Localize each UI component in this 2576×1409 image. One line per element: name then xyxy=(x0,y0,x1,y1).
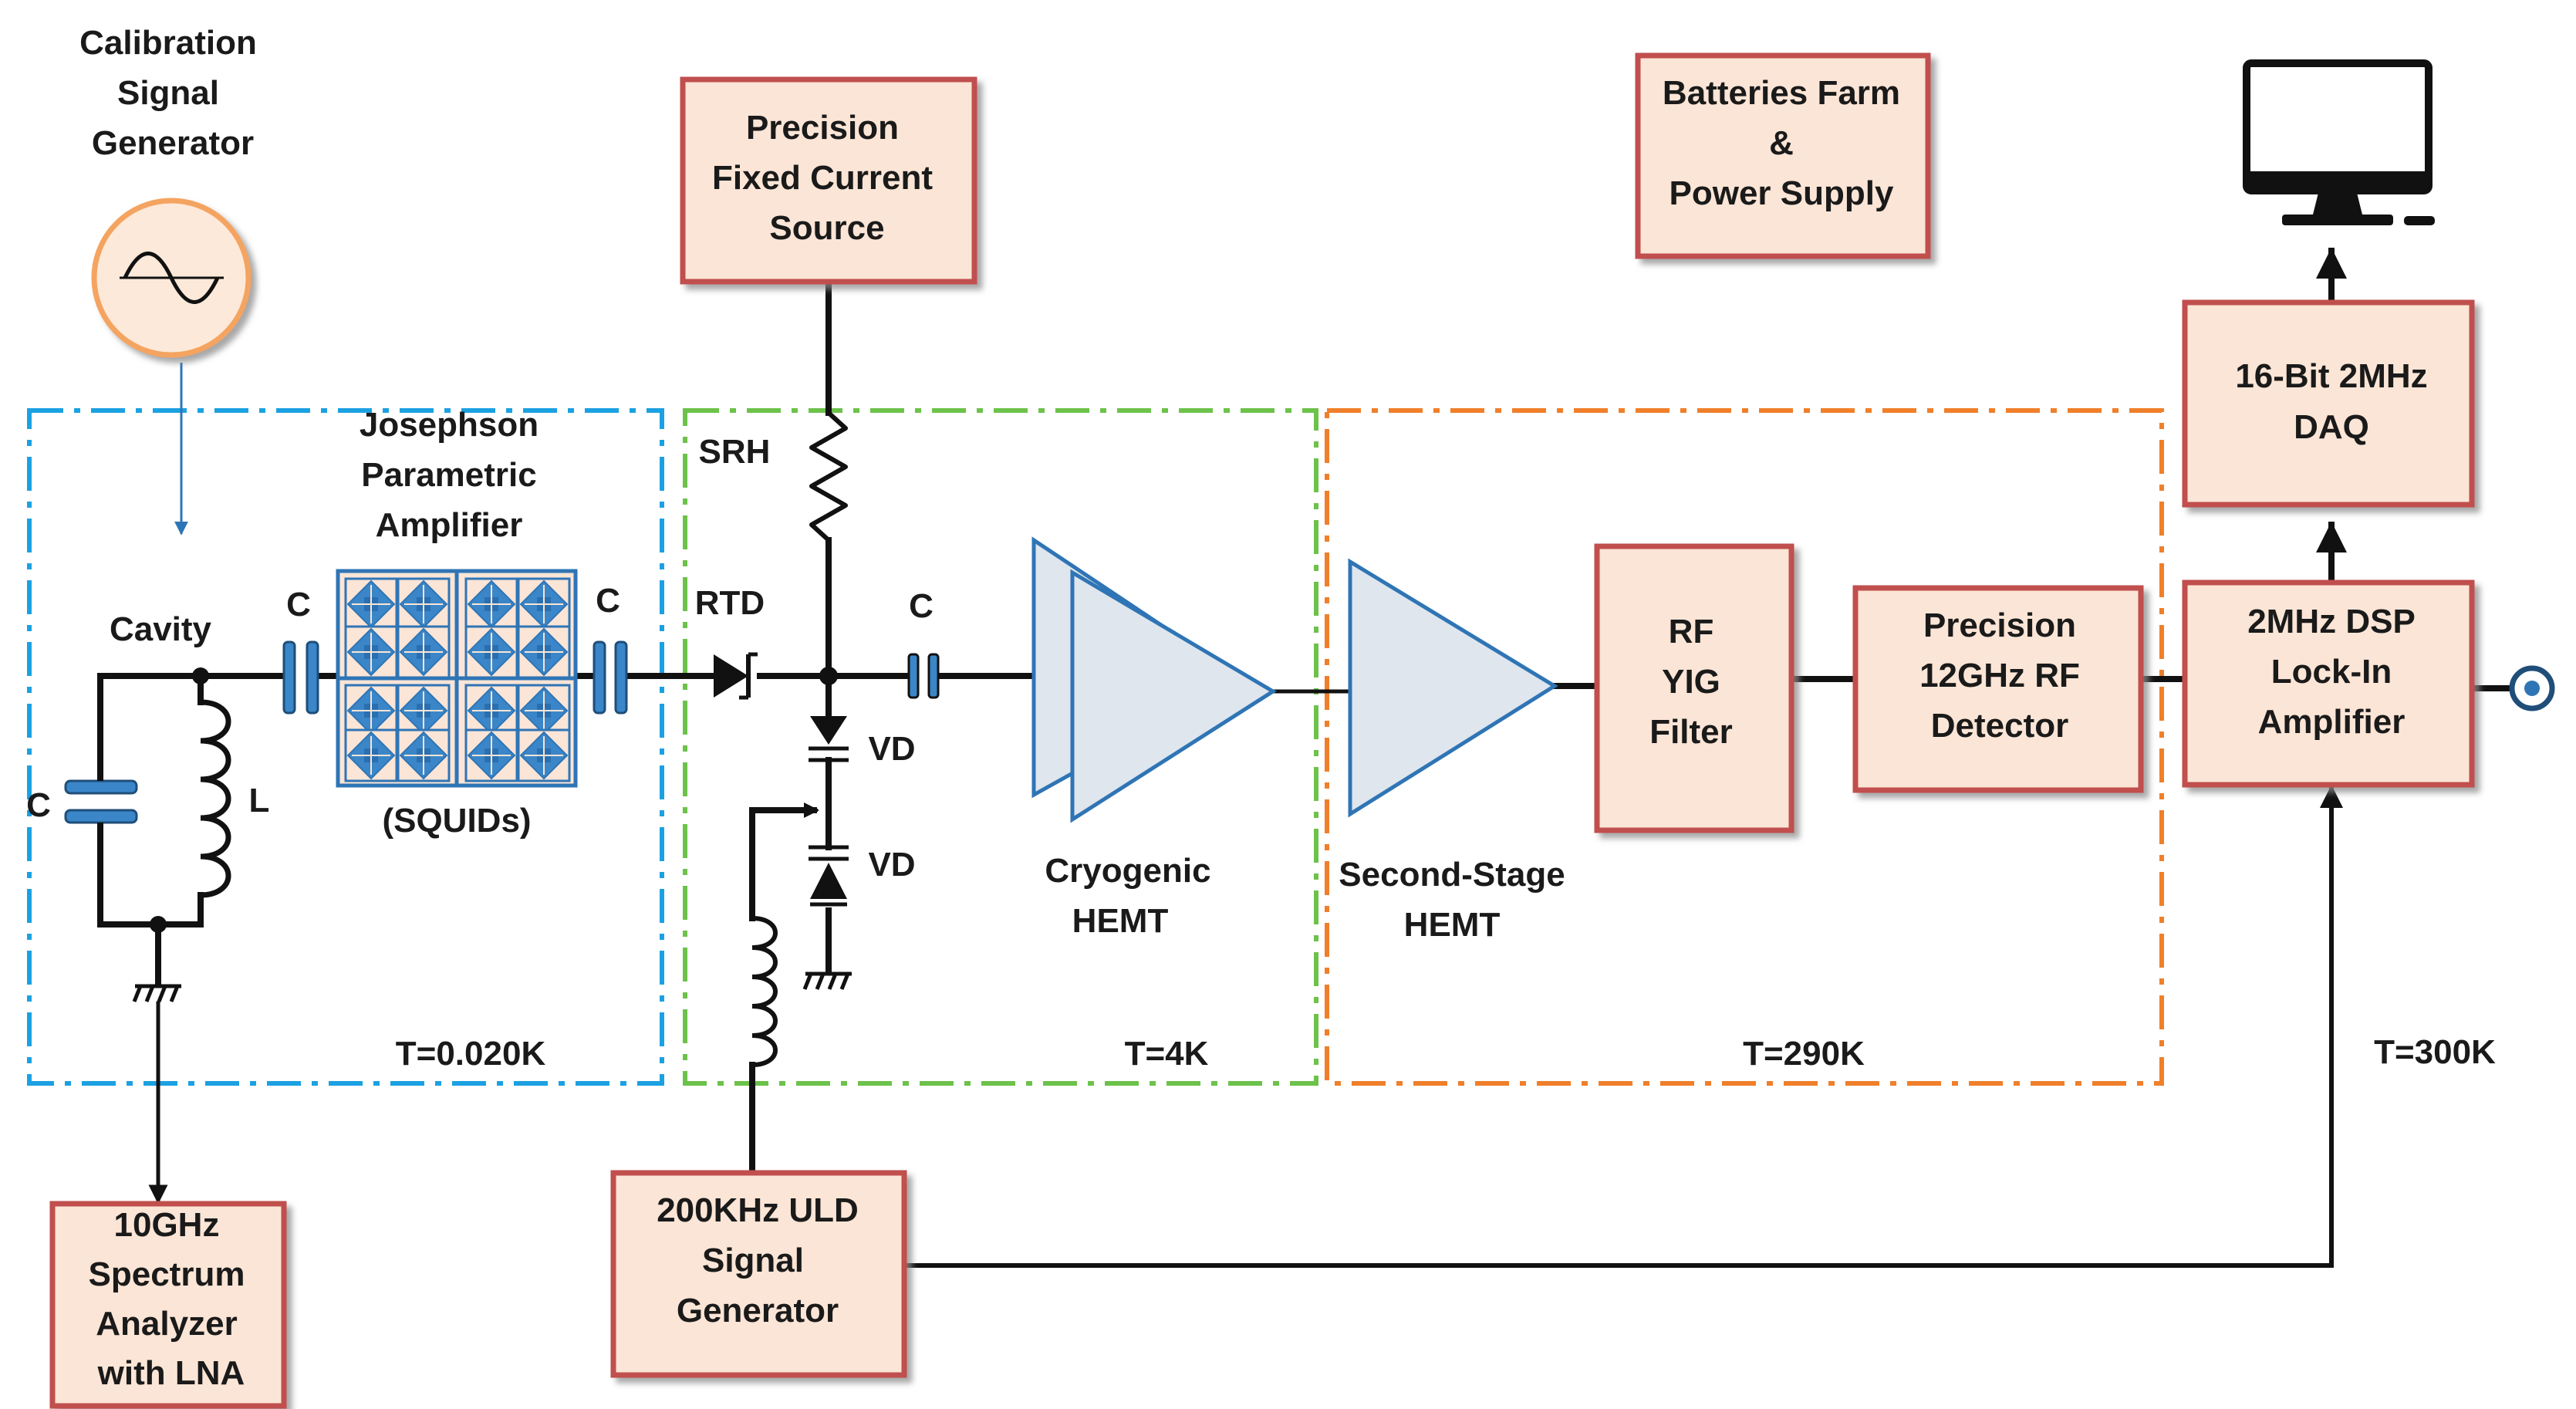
svg-text:Detector: Detector xyxy=(1931,707,2069,745)
svg-text:with LNA: with LNA xyxy=(97,1354,245,1392)
detector-box xyxy=(1852,585,2144,793)
uld-text: 200KHz ULD Signal Generator xyxy=(657,1191,859,1330)
cavity-label: Cavity xyxy=(110,610,212,648)
wiring xyxy=(97,248,2518,1268)
detector-text: Precision 12GHz RF Detector xyxy=(1919,607,2080,745)
vd2-label: VD xyxy=(868,846,915,884)
cryo-hemt-label: Cryogenic HEMT xyxy=(1045,852,1210,940)
svg-text:Analyzer: Analyzer xyxy=(96,1305,237,1343)
zone-4k-boundary xyxy=(683,408,1318,1086)
spectrum-analyzer-box xyxy=(49,1201,287,1409)
svg-text:Generator: Generator xyxy=(677,1292,839,1330)
svg-text:HEMT: HEMT xyxy=(1404,906,1501,944)
series-capacitor-left xyxy=(282,640,319,715)
cavity-capacitor xyxy=(64,772,138,849)
squids-label: (SQUIDs) xyxy=(382,802,531,840)
daq-text: 16-Bit 2MHz DAQ xyxy=(2235,357,2427,446)
current-source-box xyxy=(680,76,977,285)
yig-text: RF YIG Filter xyxy=(1649,613,1733,751)
second-stage-hemt-amplifier xyxy=(1348,558,1558,818)
calibration-label: Calibration Signal Generator xyxy=(79,24,257,162)
t-cold-label: T=0.020K xyxy=(396,1035,546,1073)
svg-text:Amplifier: Amplifier xyxy=(2258,703,2406,741)
t-4k-label: T=4K xyxy=(1125,1035,1209,1073)
varactor-diode-2 xyxy=(809,845,849,907)
varactor-diode-1 xyxy=(809,716,849,762)
lockin-box xyxy=(2182,579,2475,788)
srh-label: SRH xyxy=(699,433,771,471)
c-right-label: C xyxy=(596,582,620,620)
daq-box xyxy=(2182,299,2475,508)
svg-text:Josephson: Josephson xyxy=(360,406,538,444)
svg-text:10GHz: 10GHz xyxy=(114,1206,220,1244)
uld-generator-box xyxy=(610,1170,907,1378)
uld-inductor xyxy=(751,916,778,1067)
svg-text:Parametric: Parametric xyxy=(361,456,536,494)
svg-text:Amplifier: Amplifier xyxy=(376,506,523,544)
svg-text:2MHz DSP: 2MHz DSP xyxy=(2247,603,2416,640)
svg-text:Filter: Filter xyxy=(1649,713,1733,751)
rtd-label: RTD xyxy=(695,584,765,622)
lockin-text: 2MHz DSP Lock-In Amplifier xyxy=(2247,603,2416,741)
batteries-box xyxy=(1635,52,1931,259)
svg-text:Signal: Signal xyxy=(117,74,219,112)
svg-text:RF: RF xyxy=(1669,613,1714,650)
ground-icon xyxy=(802,971,852,990)
squid-array xyxy=(336,569,578,788)
svg-text:Second-Stage: Second-Stage xyxy=(1339,856,1565,894)
junction-dot xyxy=(192,667,209,684)
svg-text:Fixed Current: Fixed Current xyxy=(712,159,933,197)
svg-text:Source: Source xyxy=(769,209,884,247)
cavity-inductor xyxy=(200,699,231,898)
svg-text:Generator: Generator xyxy=(92,124,254,162)
t-300k-label: T=300K xyxy=(2374,1033,2496,1071)
output-connector-icon xyxy=(2509,665,2555,711)
batteries-text: Batteries Farm & Power Supply xyxy=(1663,74,1900,212)
l-cavity-label: L xyxy=(249,782,270,819)
series-capacitor-right xyxy=(593,640,628,715)
second-hemt-label: Second-Stage HEMT xyxy=(1339,856,1565,944)
svg-text:Cryogenic: Cryogenic xyxy=(1045,852,1210,890)
rtd-diode xyxy=(690,652,758,700)
current-source-text: Precision Fixed Current Source xyxy=(712,109,933,247)
svg-text:200KHz ULD: 200KHz ULD xyxy=(657,1191,859,1229)
svg-text:Calibration: Calibration xyxy=(79,24,257,62)
zone-290k-boundary xyxy=(1325,408,2164,1086)
svg-text:&: & xyxy=(1769,124,1794,162)
svg-text:Precision: Precision xyxy=(1923,607,2076,644)
svg-text:Lock-In: Lock-In xyxy=(2271,653,2392,691)
vd1-label: VD xyxy=(868,730,915,768)
c-left-label: C xyxy=(286,586,311,623)
svg-text:Signal: Signal xyxy=(702,1242,804,1279)
svg-text:Batteries Farm: Batteries Farm xyxy=(1663,74,1900,112)
junction-dot xyxy=(150,916,167,933)
computer-monitor-icon xyxy=(2243,59,2435,225)
svg-text:YIG: YIG xyxy=(1662,663,1720,701)
cryogenic-hemt-amplifier xyxy=(1031,536,1277,823)
ground-icon xyxy=(132,984,181,1002)
svg-text:16-Bit 2MHz: 16-Bit 2MHz xyxy=(2235,357,2427,395)
c-cavity-label: C xyxy=(26,786,51,824)
svg-text:Precision: Precision xyxy=(746,109,899,147)
svg-text:HEMT: HEMT xyxy=(1072,902,1169,940)
josephson-label: Josephson Parametric Amplifier xyxy=(360,406,538,544)
zone-cold-boundary xyxy=(27,408,664,1086)
srh-resistor xyxy=(809,411,848,542)
svg-text:Spectrum: Spectrum xyxy=(89,1255,245,1293)
coupling-capacitor-4k xyxy=(907,653,940,699)
t-290k-label: T=290K xyxy=(1743,1035,1865,1073)
spectrum-text: 10GHz Spectrum Analyzer with LNA xyxy=(89,1206,245,1392)
svg-text:12GHz RF: 12GHz RF xyxy=(1919,657,2080,694)
svg-text:DAQ: DAQ xyxy=(2294,408,2369,446)
junction-dot xyxy=(819,667,838,685)
svg-text:Power Supply: Power Supply xyxy=(1670,174,1894,212)
yig-filter-box xyxy=(1594,543,1794,833)
c-4k-label: C xyxy=(909,587,934,625)
